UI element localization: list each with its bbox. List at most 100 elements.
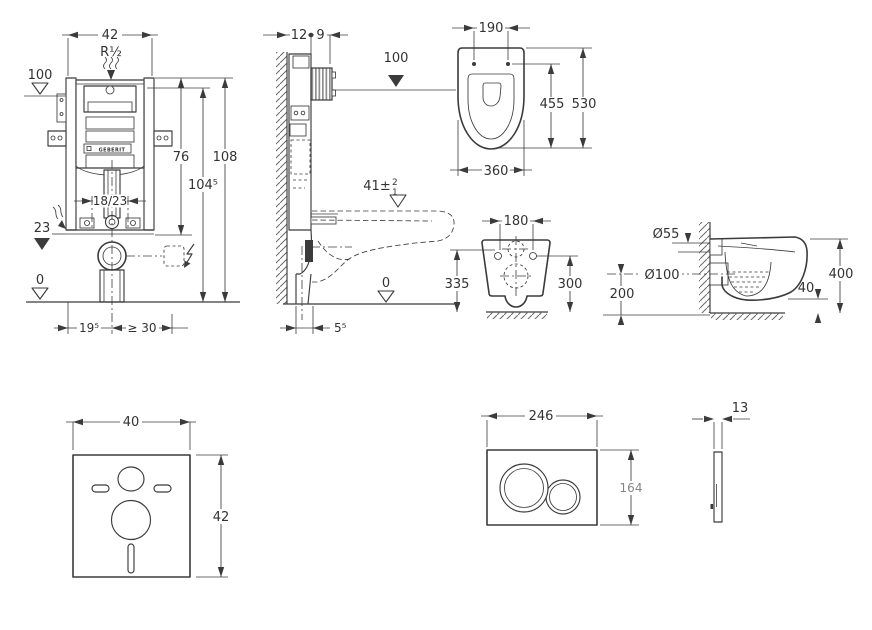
water-spot [482,82,502,107]
dim-label: 108 [213,150,238,165]
dim-label: Ø100 [644,268,679,283]
dim-plate-height: 164 [600,449,645,526]
dim-width-360: 360 [450,120,532,179]
dim-label: 104⁵ [188,178,218,193]
dim-width-42: 42 R½ [62,28,158,76]
dim-label: 164 [620,481,643,495]
toilet-side-view: Ø55 Ø100 200 400 40 [603,222,855,325]
dim-label: 246 [529,409,554,424]
dim-flush-dia-55: Ø55 [653,227,710,253]
level-mark-100-side: 100 [332,51,456,91]
dim-bottom-offsets: 19⁵ ≥ 30 [54,302,188,335]
mounting-hole [494,252,502,260]
dim-plate-thickness: 13 [692,401,750,449]
brand-label: GEBERIT [99,148,126,154]
dim-label: 18/23 [93,194,128,208]
mat-outline [72,454,191,578]
down-arrow-icon [107,70,115,80]
dim-outlet-height-200: 200 [607,264,636,325]
level-marker-filled [388,75,404,87]
dim-wall-offsets: 12 9 [263,28,348,64]
drain-assembly [97,160,162,334]
bowl-outline-dashed [311,210,455,283]
level-label: 100 [28,68,53,83]
dim-label: 300 [558,277,583,292]
level-label: 0 [382,276,390,291]
dim-label: 40 [123,415,140,430]
dim-plate-width: 246 [481,409,603,447]
dim-rim-40: 40 [788,281,828,323]
level-mark-23: 23 [34,221,66,250]
frame-profile [288,53,352,320]
slot-left [91,484,110,493]
level-marker-filled [34,238,50,250]
level-marker-open [31,287,49,300]
level-label: 100 [384,51,409,66]
dim-depths-455-530: 455 530 [497,47,598,149]
dim-label: 76 [173,150,190,165]
slot-bottom [127,543,135,574]
dim-label: 19⁵ [79,321,99,335]
dim-outlet-dia-100: Ø100 [607,267,736,283]
dim-label: 13 [732,401,749,416]
dim-label: Ø55 [653,227,680,242]
dim-label: 42 [102,28,119,43]
actuator-box [310,67,333,101]
toilet-rear-view: 180 335 300 [443,214,584,319]
electrical-connection [163,243,195,268]
wall-section [276,52,460,305]
level-mark-0: 0 [26,273,240,303]
seat-inner-outline [467,73,515,140]
dim-label: 400 [829,267,854,282]
clip-detail [710,504,714,509]
bowl-outer-outline [457,47,525,150]
tolerance-minus: 1 [392,188,398,198]
top-hole [117,466,145,492]
bowl-cavity [724,251,772,297]
frame-structure [47,77,173,235]
dim-hole-spacing-180: 180 [482,214,551,250]
lightning-bolt-icon [185,243,195,265]
dim-heights: 76 104⁵ 108 [147,77,238,302]
dim-label: 530 [572,97,597,112]
flush-plate-side: 13 [692,401,750,523]
dim-height-300: 300 [536,255,584,312]
dim-total-height-400: 400 [810,238,855,313]
drain-seal [305,240,313,262]
geberit-logo: GEBERIT [83,143,132,154]
level-label: 23 [34,221,51,236]
dim-mat-width: 40 [66,415,196,450]
dim-label: ≥ 30 [127,321,156,335]
slot-right [153,484,172,493]
dim-label: 42 [213,510,230,525]
dim-label: 335 [445,277,470,292]
dim-mat-height: 42 [196,454,233,578]
plate-profile [713,451,723,523]
level-marker-open [377,290,395,303]
level-mark-100: 100 [24,68,66,97]
dim-label: 455 [540,97,565,112]
level-marker-open [389,194,407,208]
dim-label: 9 [316,28,324,43]
sound-insulation-mat: 40 42 [66,415,233,578]
dim-label: 360 [484,164,509,179]
center-hole [110,499,152,541]
water-supply-icon [103,56,119,80]
toilet-top-view: 190 455 530 360 [450,21,598,179]
bowl-profile [709,236,808,301]
thread-label: R½ [100,45,122,60]
level-mark-0-side: 0 [377,276,395,303]
dim-label: 190 [479,21,504,36]
dim-outlet-offset: 5⁵ [280,306,347,335]
vapor-arrow-icon [52,204,66,229]
dim-bolt-spacing: 18/23 [74,194,146,228]
dim-label: 180 [504,214,529,229]
cistern-frame-front-view: GEBERIT 42 R½ 100 [24,28,240,335]
dim-hole-spacing-190: 190 [452,21,530,60]
level-label: 0 [36,273,44,288]
level-marker-open [31,82,49,95]
dim-height-335: 335 [443,249,495,312]
cistern-frame-side-view: 12 9 100 41± 2 1 0 5⁵ [263,28,460,335]
